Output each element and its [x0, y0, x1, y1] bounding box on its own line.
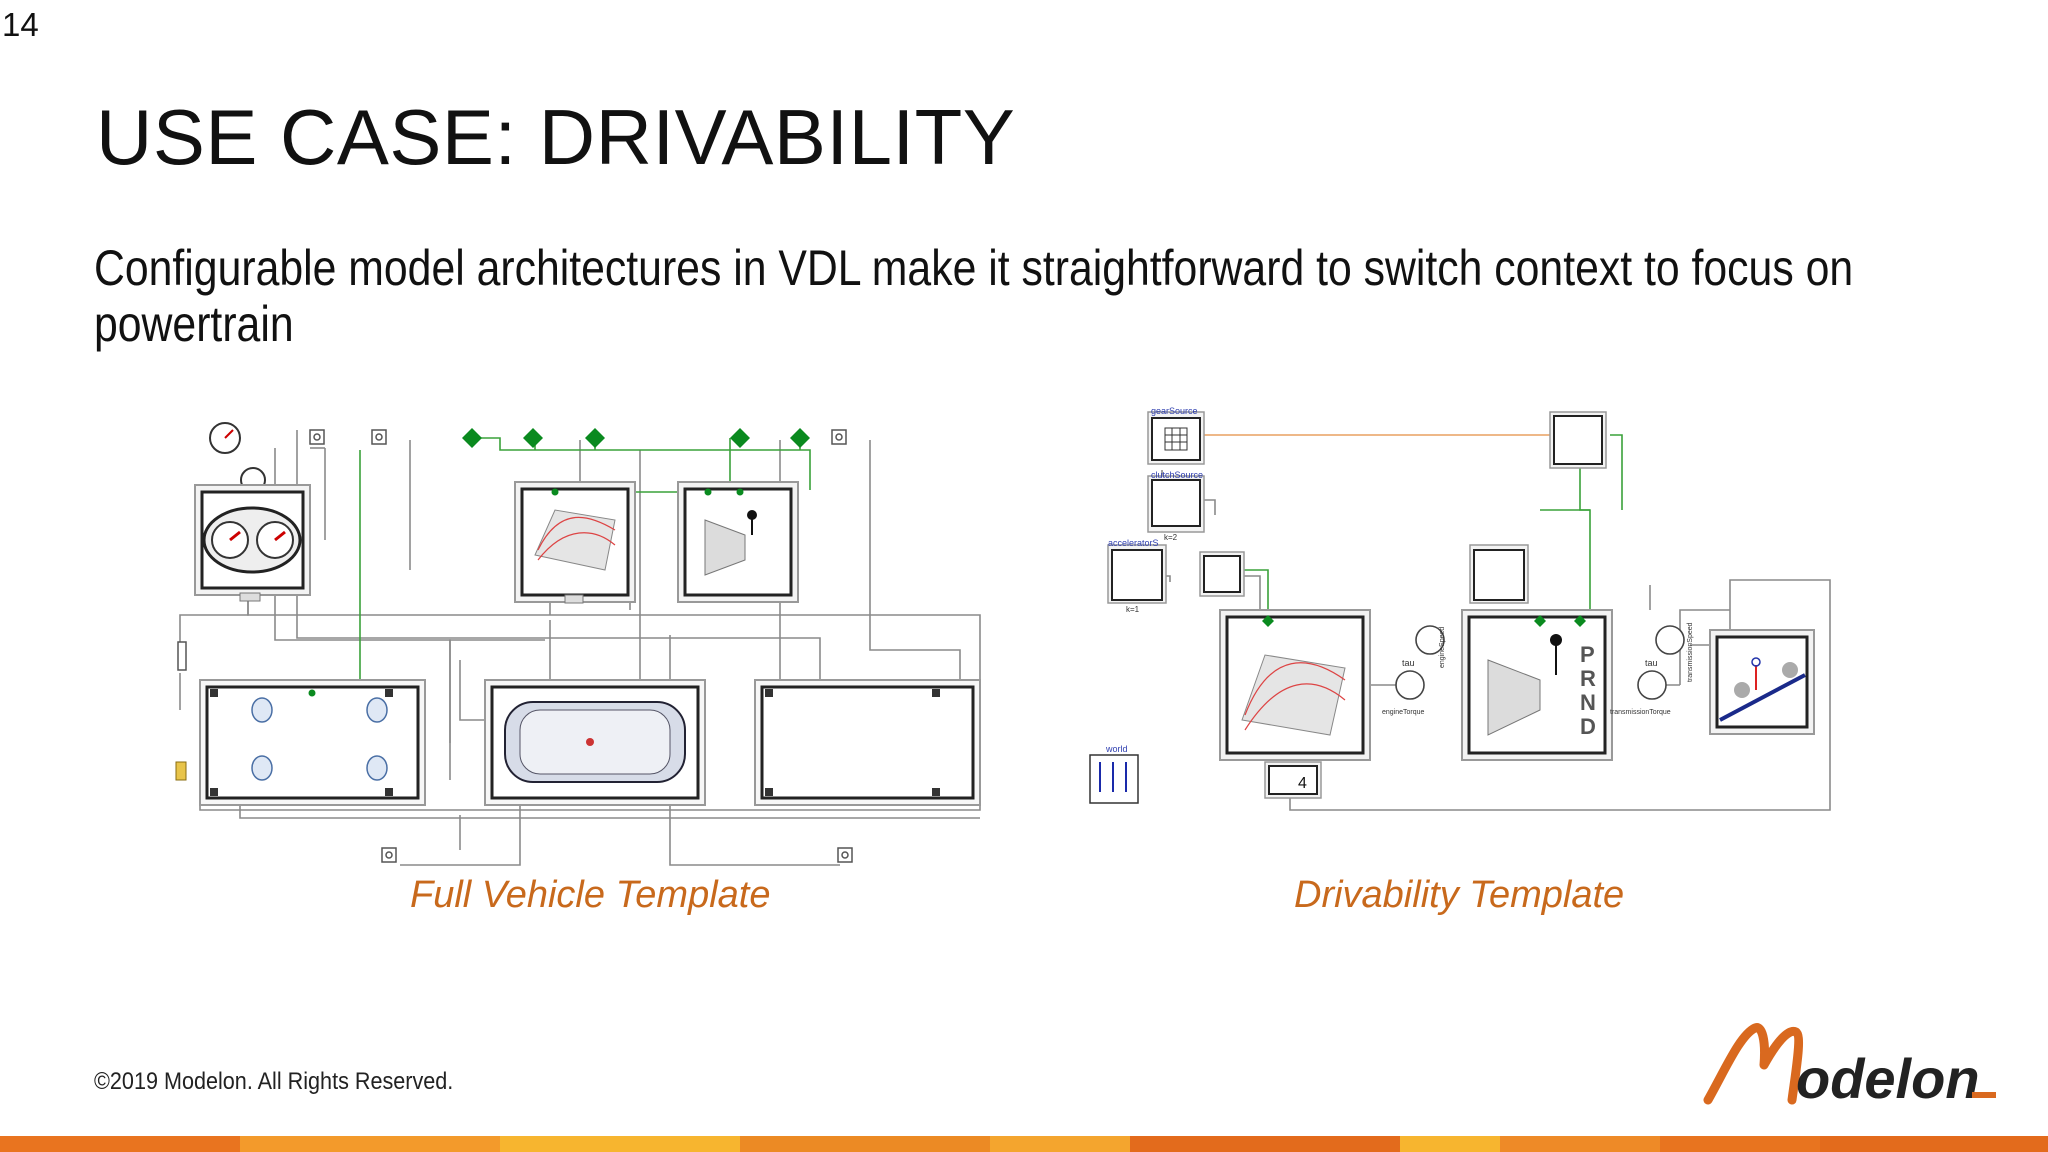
- footer-segment: [740, 1136, 990, 1152]
- transmission-speed-label: transmissionSpeed: [1687, 622, 1694, 682]
- footer-segment: [990, 1136, 1130, 1152]
- clutch-source-label: clutchSource: [1151, 470, 1203, 480]
- tau-engine-label: tau: [1402, 658, 1415, 668]
- copyright-text: ©2019 Modelon. All Rights Reserved.: [94, 1068, 454, 1095]
- slide-title: USE CASE: DRIVABILITY: [96, 93, 1016, 181]
- page-number: 14: [2, 6, 39, 43]
- footer-segment: [0, 1136, 240, 1152]
- gear-source-label: gearSource: [1151, 406, 1198, 416]
- gear-value: 4: [1298, 775, 1307, 792]
- slide-subtitle: Configurable model architectures in VDL …: [94, 240, 1854, 352]
- footer-segment: [500, 1136, 740, 1152]
- accelerator-k-label: k=1: [1126, 605, 1140, 614]
- footer-color-bar: [0, 1136, 2048, 1152]
- accelerator-label: acceleratorS: [1108, 538, 1159, 548]
- footer-segment: [1820, 1136, 2048, 1152]
- engine-speed-label: engineSpeed: [1439, 627, 1446, 668]
- full-vehicle-diagram: [175, 422, 981, 866]
- logo-wordmark: odelon: [1796, 1047, 1980, 1110]
- tau-trans-label: tau: [1645, 658, 1658, 668]
- footer-segment: [1400, 1136, 1500, 1152]
- full-vehicle-caption: Full Vehicle Template: [410, 874, 771, 916]
- prnd-r: R: [1580, 666, 1596, 691]
- drivability-diagram: gearSource clutchSource k=2 acceleratorS…: [1089, 406, 1831, 811]
- modelon-logo: odelon: [1703, 1023, 1996, 1110]
- prnd-p: P: [1580, 642, 1595, 667]
- footer-segment: [1660, 1136, 1820, 1152]
- footer-segment: [240, 1136, 500, 1152]
- footer-segment: [1500, 1136, 1660, 1152]
- footer-segment: [1130, 1136, 1400, 1152]
- engine-torque-label: engineTorque: [1382, 709, 1425, 716]
- prnd-n: N: [1580, 690, 1596, 715]
- world-label: world: [1105, 744, 1128, 754]
- transmission-torque-label: transmissionTorque: [1610, 709, 1671, 716]
- prnd-d: D: [1580, 714, 1596, 739]
- clutch-k-label: k=2: [1164, 533, 1178, 542]
- drivability-caption: Drivability Template: [1294, 874, 1625, 916]
